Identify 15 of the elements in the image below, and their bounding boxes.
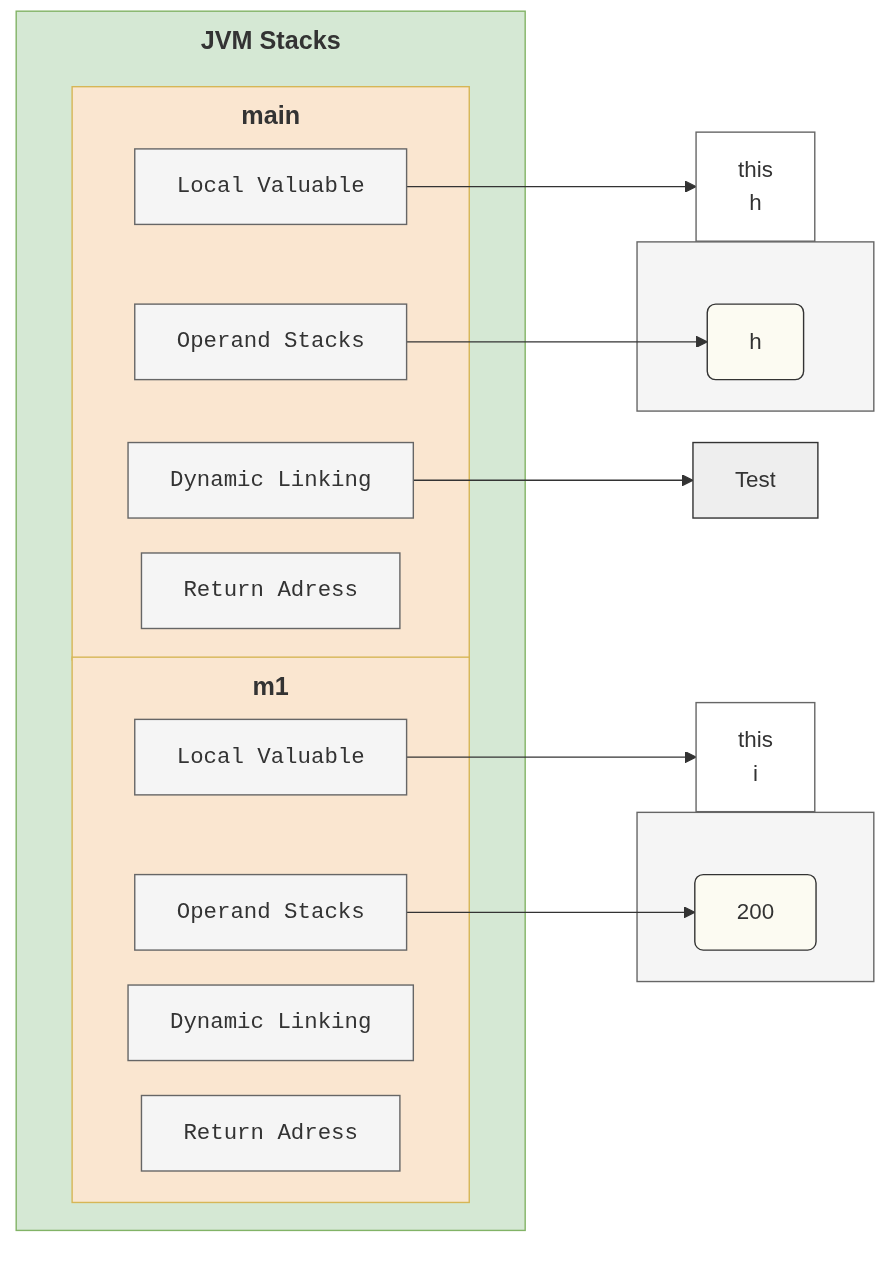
- node-box: this i: [695, 701, 816, 813]
- node-box: Local Valuable: [134, 718, 408, 796]
- node-box: Dynamic Linking: [127, 441, 414, 519]
- node-box: this h: [695, 131, 816, 242]
- node-box: Test: [692, 441, 819, 519]
- cluster: [636, 241, 875, 412]
- node-box: h: [706, 303, 805, 381]
- node-box: Operand Stacks: [134, 873, 408, 951]
- cluster: [636, 811, 875, 983]
- node-box: Dynamic Linking: [127, 984, 414, 1062]
- node-box: Operand Stacks: [134, 303, 408, 381]
- node-box: Local Valuable: [134, 148, 408, 226]
- node-box: Return Adress: [140, 552, 401, 630]
- node-box: 200: [694, 873, 817, 951]
- node-box: Return Adress: [140, 1094, 401, 1172]
